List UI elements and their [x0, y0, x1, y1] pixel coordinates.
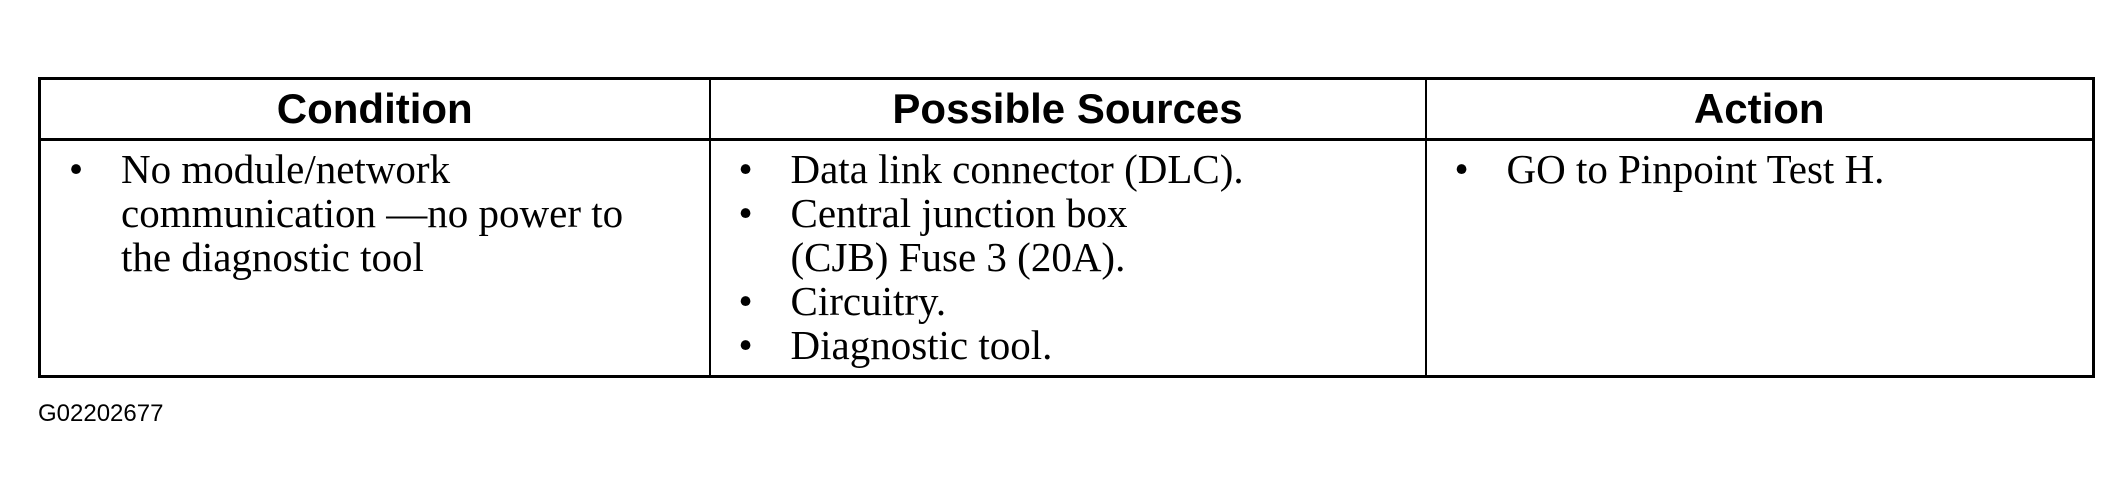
list-item: • No module/network communication —no po… — [41, 147, 709, 279]
action-text: GO to Pinpoint Test H. — [1506, 146, 1885, 192]
figure-id: G02202677 — [38, 400, 164, 427]
table-row: • No module/network communication —no po… — [38, 138, 2095, 378]
header-possible-sources: Possible Sources — [708, 77, 1427, 141]
possible-sources-cell: • Data link connector (DLC). • Central j… — [708, 138, 1427, 378]
bullet-icon: • — [738, 146, 753, 192]
bullet-icon: • — [1454, 146, 1469, 192]
header-action: Action — [1424, 77, 2095, 141]
table-header-row: Condition Possible Sources Action — [38, 77, 2095, 141]
action-cell: • GO to Pinpoint Test H. — [1424, 138, 2095, 378]
source-text: Central junction box (CJB) Fuse 3 (20A). — [790, 190, 1128, 280]
list-item: • GO to Pinpoint Test H. — [1427, 147, 2093, 191]
diagnostic-table: Condition Possible Sources Action • No m… — [38, 77, 2095, 378]
bullet-icon: • — [68, 146, 84, 192]
source-text: Circuitry. — [790, 278, 947, 324]
list-item: • Diagnostic tool. — [711, 323, 1425, 367]
bullet-icon: • — [738, 278, 753, 324]
bullet-icon: • — [738, 322, 753, 368]
source-text: Data link connector (DLC). — [790, 146, 1244, 192]
action-list: • GO to Pinpoint Test H. — [1427, 147, 2093, 191]
sources-list: • Data link connector (DLC). • Central j… — [711, 147, 1425, 367]
condition-list: • No module/network communication —no po… — [41, 147, 709, 279]
source-text: Diagnostic tool. — [790, 322, 1053, 368]
condition-cell: • No module/network communication —no po… — [38, 138, 711, 378]
condition-text: No module/network communication —no powe… — [121, 146, 624, 280]
bullet-icon: • — [738, 190, 753, 236]
list-item: • Central junction box (CJB) Fuse 3 (20A… — [711, 191, 1425, 279]
list-item: • Data link connector (DLC). — [711, 147, 1425, 191]
list-item: • Circuitry. — [711, 279, 1425, 323]
header-condition: Condition — [38, 77, 711, 141]
